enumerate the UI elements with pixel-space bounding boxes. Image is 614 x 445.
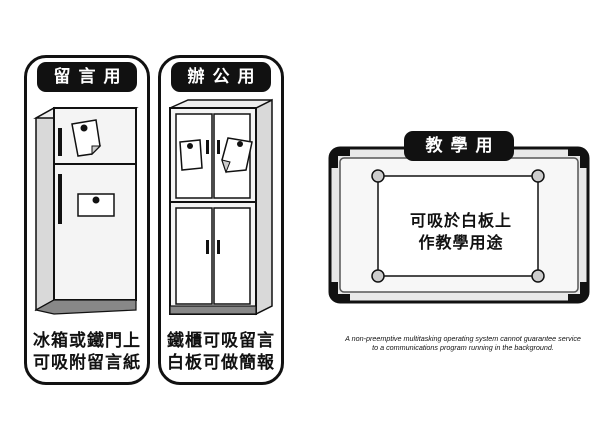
sticky-note-icon xyxy=(179,139,203,171)
fridge-illustration xyxy=(33,106,139,315)
caption-office: 鐵櫃可吸留言 白板可做簡報 xyxy=(158,330,284,374)
magnet-note-icon xyxy=(77,193,115,217)
disclaimer-text: A non-preemptive multitasking operating … xyxy=(318,334,608,352)
caption-line: 白板可做簡報 xyxy=(167,353,275,373)
sticky-note-icon xyxy=(221,137,253,174)
cabinet-illustration xyxy=(169,98,273,316)
whiteboard-illustration xyxy=(328,146,590,304)
disclaimer-line: A non-preemptive multitasking operating … xyxy=(345,334,581,343)
tag-teaching: 教學用 xyxy=(404,131,514,161)
caption-message: 冰箱或鐵門上 可吸附留言紙 xyxy=(24,330,150,374)
tag-message: 留言用 xyxy=(37,62,137,92)
sticky-note-icon xyxy=(71,119,102,157)
whiteboard-text: 可吸於白板上 作教學用途 xyxy=(386,210,536,254)
caption-line: 可吸附留言紙 xyxy=(33,353,141,373)
caption-line: 鐵櫃可吸留言 xyxy=(167,331,275,351)
tag-office: 辦公用 xyxy=(171,62,271,92)
caption-line: 冰箱或鐵門上 xyxy=(33,331,141,351)
disclaimer-line: to a communications program running in t… xyxy=(372,343,554,352)
whiteboard-text-line: 作教學用途 xyxy=(418,233,504,252)
whiteboard-text-line: 可吸於白板上 xyxy=(409,211,512,230)
